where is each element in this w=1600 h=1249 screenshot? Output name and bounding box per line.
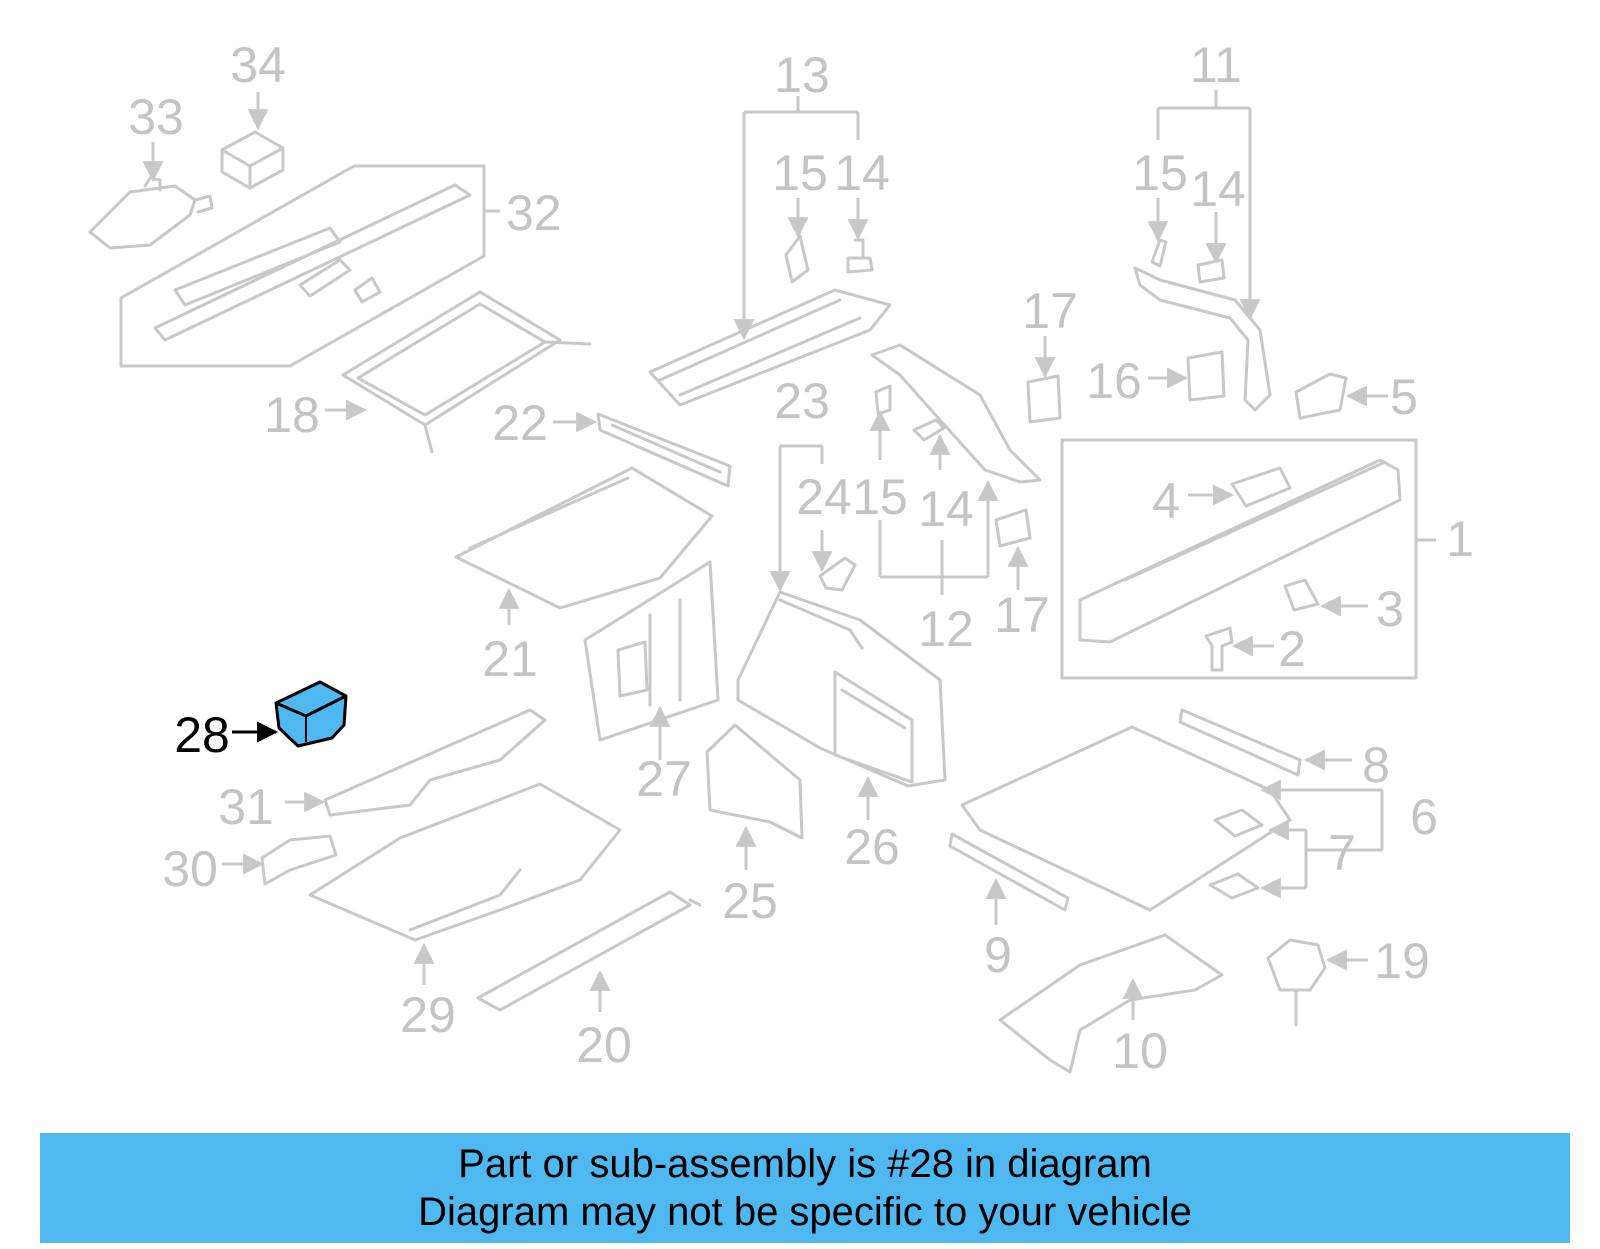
label-23: 23 [774,373,830,429]
label-34: 34 [230,37,286,93]
part-12-group [869,343,1042,595]
part-11-group [1133,90,1272,412]
label-27: 27 [636,751,692,807]
label-7: 7 [1328,825,1356,881]
banner-line-part: Part or sub-assembly is #28 in diagram [458,1142,1152,1186]
label-11: 11 [1190,37,1242,93]
label-25: 25 [722,873,778,929]
label-20: 20 [576,1017,632,1073]
part-22 [553,411,732,488]
part-20 [476,890,702,1012]
label-5: 5 [1390,369,1418,425]
part-30 [222,834,338,886]
label-15-right: 15 [1132,145,1188,201]
label-4: 4 [1152,473,1180,529]
label-9: 9 [984,927,1012,983]
label-32: 32 [506,185,562,241]
label-24: 24 [796,469,852,525]
part-19 [1266,938,1368,1027]
label-3: 3 [1376,581,1404,637]
label-28: 28 [174,707,230,763]
callout-labels: 34 33 32 18 22 21 13 15 14 11 15 14 17 1… [128,37,1474,1079]
part-17-top [1026,336,1062,424]
label-14-mid: 14 [918,481,974,537]
part-1-group [1060,438,1436,680]
label-30: 30 [162,841,218,897]
part-33 [88,142,214,250]
label-14-top: 14 [834,145,890,201]
label-26: 26 [844,819,900,875]
part-13-group [648,96,892,407]
part-27 [583,560,720,760]
label-17-lower: 17 [994,587,1050,643]
info-banner: Part or sub-assembly is #28 in diagram D… [40,1133,1570,1243]
part-9 [948,832,1070,925]
label-2: 2 [1278,621,1306,677]
part-24 [811,446,857,592]
label-10: 10 [1112,1023,1168,1079]
label-16: 16 [1086,353,1142,409]
part-31 [285,708,547,817]
part-26 [833,670,914,820]
label-21: 21 [482,631,538,687]
label-22: 22 [492,395,548,451]
part-5 [1294,372,1388,420]
label-19: 19 [1374,933,1430,989]
banner-line-disclaimer: Diagram may not be specific to your vehi… [418,1190,1192,1234]
label-13: 13 [774,47,830,103]
part-18 [325,290,592,454]
label-1: 1 [1446,511,1474,567]
label-15-top: 15 [772,145,828,201]
part-32-group [119,164,500,368]
part-10 [998,933,1224,1074]
label-18: 18 [264,387,320,443]
label-17-top: 17 [1022,283,1078,339]
label-8: 8 [1362,737,1390,793]
label-29: 29 [400,987,456,1043]
label-12: 12 [918,601,974,657]
part-25 [705,723,804,870]
label-6: 6 [1410,789,1438,845]
part-29 [308,782,622,985]
part-16 [1148,350,1226,402]
part-28[interactable] [232,680,348,748]
part-23 [736,444,947,788]
part-34 [220,92,285,190]
label-33: 33 [128,89,184,145]
part-8 [1178,708,1352,777]
part-6 [960,725,1384,912]
label-14-right: 14 [1190,161,1246,217]
label-31: 31 [218,779,274,835]
part-17-lower [994,508,1032,590]
label-15-mid: 15 [852,469,908,525]
part-21 [454,466,714,625]
